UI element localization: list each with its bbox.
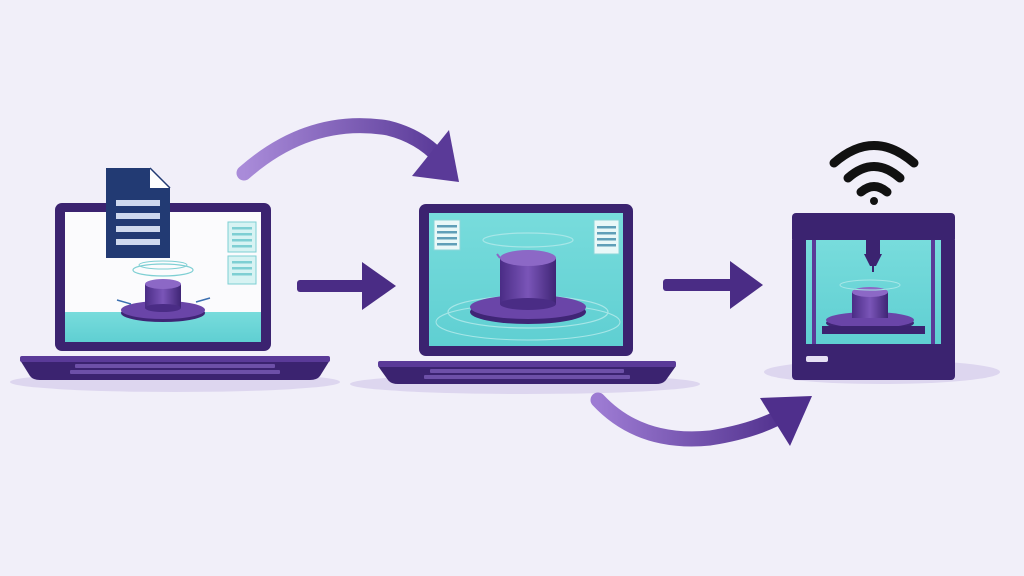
wifi-icon (829, 141, 919, 205)
print-bed (822, 326, 925, 334)
curved-arrow-bottom (590, 392, 812, 447)
side-panel-left (433, 219, 461, 251)
keyboard (424, 369, 630, 379)
side-panel-right (593, 219, 620, 255)
printer-base (792, 344, 955, 380)
document-icon (106, 167, 171, 258)
laptop-design (10, 203, 340, 392)
printer-top (792, 213, 955, 243)
printer-frame-right (941, 240, 955, 350)
side-panel-top (227, 221, 257, 253)
3d-model (435, 232, 621, 341)
laptop-slice (350, 204, 700, 394)
laptop-hinge (20, 356, 330, 362)
straight-arrow-2 (663, 261, 763, 309)
curved-arrow-top (236, 118, 459, 182)
3d-printer (764, 213, 1000, 384)
keyboard (70, 364, 280, 374)
print-nozzle (864, 240, 882, 272)
laptop-hinge (378, 361, 676, 367)
3d-model (116, 260, 211, 322)
printer-frame-left (792, 240, 806, 350)
printer-slot (806, 356, 828, 362)
straight-arrow-1 (297, 262, 396, 310)
side-panel-bottom (227, 255, 257, 285)
